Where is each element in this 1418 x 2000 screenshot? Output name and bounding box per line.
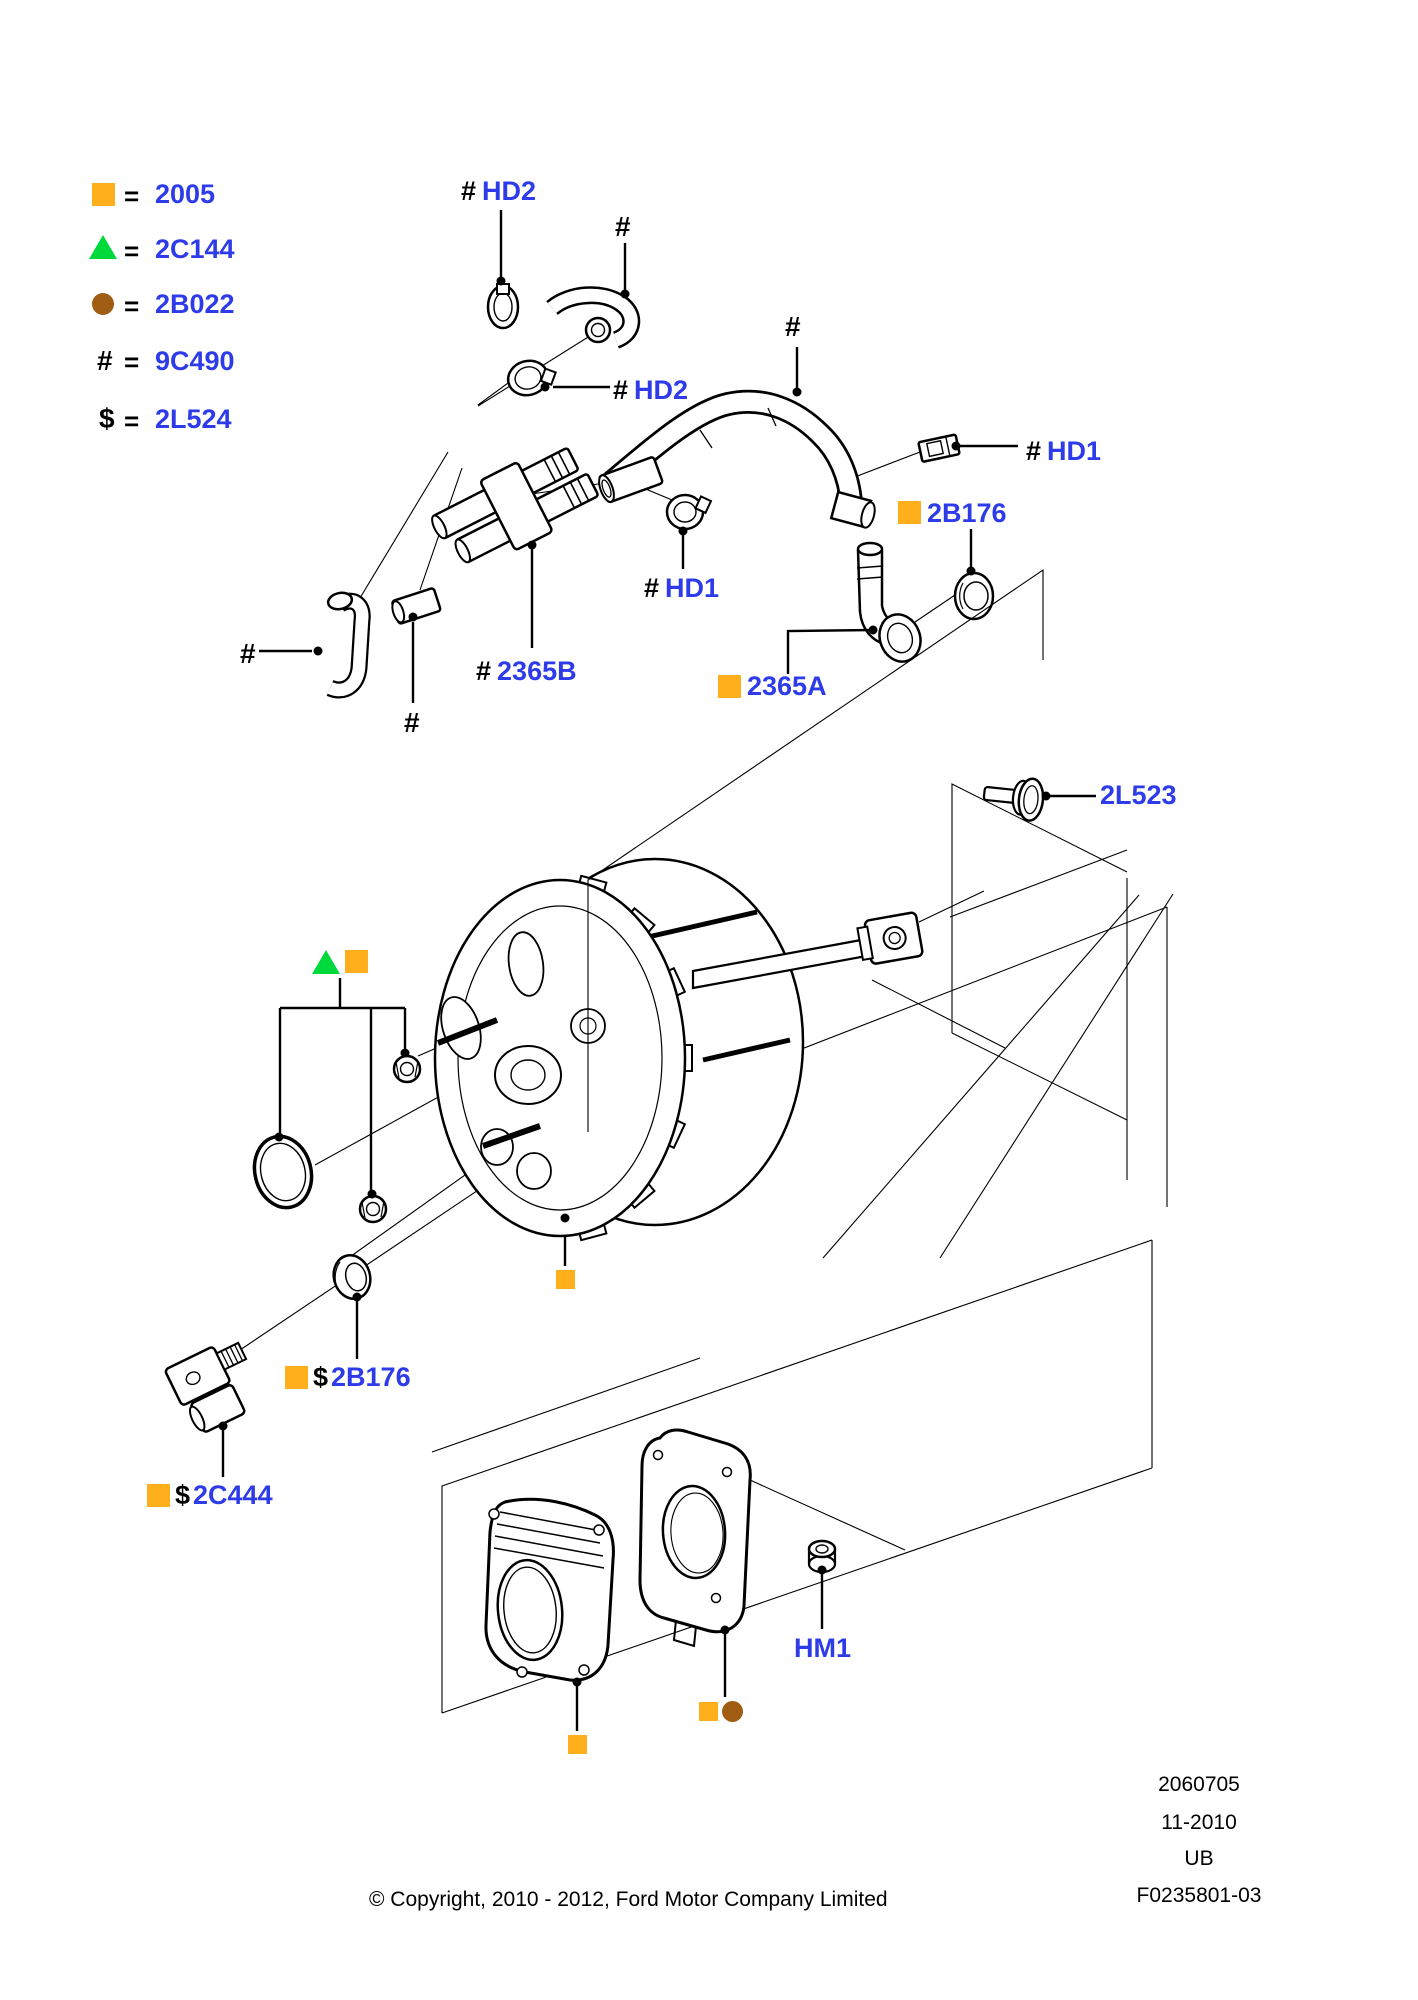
legend-code-2c144: 2C144 (155, 234, 235, 264)
o-ring-seal (252, 1134, 314, 1210)
brown-circle-icon (92, 293, 114, 315)
hose-clamp-hd1-mid (665, 493, 713, 531)
legend-equals: = (124, 347, 140, 377)
orange-square-icon (556, 1270, 575, 1289)
orange-square-icon (568, 1735, 587, 1754)
orange-square-icon (699, 1702, 718, 1721)
orange-square-icon (345, 950, 368, 973)
dollar-prefix: $ (175, 1480, 191, 1510)
booster-grommet-upper (953, 571, 995, 621)
mounting-hardware (164, 1054, 422, 1433)
booster-grommet-lower (332, 1253, 372, 1301)
callout-hm1: HM1 (794, 1633, 852, 1663)
hash-prefix: # (461, 176, 477, 206)
legend-code-2l524: 2L524 (155, 404, 232, 434)
callout-hash-elbow-left: # (240, 638, 256, 669)
callout-2365a: 2365A (747, 671, 827, 701)
brown-circle-icon (722, 1701, 743, 1722)
callout-2l523: 2L523 (1100, 780, 1177, 810)
orange-square-icon (718, 675, 741, 698)
orange-square-icon (285, 1366, 308, 1389)
callout-2c444: $2C444 (175, 1480, 273, 1510)
retainer-screw-2l523 (982, 777, 1045, 822)
orange-square-icon (92, 183, 115, 206)
hash-prefix: # (476, 656, 492, 686)
vacuum-pipe-2365a (856, 541, 922, 663)
elbow-hose-top (546, 286, 641, 349)
panel-lines-front (587, 568, 1044, 1132)
callout-lines (221, 210, 1096, 1731)
leader-dots (218, 276, 1051, 1687)
small-cylinder-connector (391, 587, 442, 625)
elbow-hose-left (326, 591, 371, 699)
drawing-number: F0235801-03 (1136, 1884, 1262, 1907)
drawing-part-number: 2060705 (1158, 1773, 1240, 1796)
booster-gasket-plate (638, 1428, 752, 1648)
hash-symbol-icon: # (97, 345, 113, 376)
hash-prefix: # (644, 573, 660, 603)
hose-clamp-hd2-mid (506, 359, 557, 397)
legend-equals: = (124, 406, 140, 436)
callout-hash-cylinder: # (404, 707, 420, 738)
callout-hd2-top: #HD2 (461, 176, 537, 206)
check-valve-2c444 (164, 1341, 248, 1433)
callout-hd2-mid: #HD2 (613, 375, 689, 405)
callout-hash-elbow-top: # (615, 211, 631, 242)
hd1-fitting-right (917, 433, 961, 463)
nut-lower (358, 1194, 388, 1224)
drawing-code: UB (1184, 1847, 1214, 1870)
panel-lines (431, 783, 1174, 1714)
drawing-date: 11-2010 (1161, 1811, 1237, 1834)
hose-sleeve-tube (598, 456, 664, 504)
orange-square-icon (147, 1484, 170, 1507)
hash-prefix: # (613, 375, 629, 405)
callout-2b176-upper: 2B176 (927, 498, 1007, 528)
dollar-prefix: $ (313, 1362, 329, 1392)
green-triangle-icon (312, 950, 340, 974)
nut-upper (392, 1054, 422, 1084)
legend-equals: = (124, 181, 140, 211)
vacuum-hose-assembly (326, 283, 995, 699)
callout-hd1-right: #HD1 (1026, 436, 1102, 466)
legend-code-2005: 2005 (155, 179, 216, 209)
copyright-notice: © Copyright, 2010 - 2012, Ford Motor Com… (369, 1888, 888, 1911)
legend-equals: = (124, 236, 140, 266)
orange-square-icon (898, 501, 921, 524)
brake-booster (433, 857, 924, 1242)
legend-equals: = (124, 291, 140, 321)
callout-hash-hose: # (785, 311, 801, 342)
hose-clamp-hd2-top (486, 283, 520, 330)
green-triangle-icon (89, 235, 117, 259)
callout-2365b: #2365B (476, 656, 577, 686)
pushrod-clevis (856, 911, 924, 965)
hash-prefix: # (1026, 436, 1042, 466)
legend-code-2b022: 2B022 (155, 289, 235, 319)
dollar-symbol-icon: $ (99, 403, 115, 434)
callout-2b176-lower: $2B176 (313, 1362, 411, 1392)
booster-bracket-housing (484, 1497, 615, 1682)
callout-hd1-mid: #HD1 (644, 573, 720, 603)
legend-code-9c490: 9C490 (155, 346, 235, 376)
vacuum-connector-2365b (431, 447, 599, 564)
